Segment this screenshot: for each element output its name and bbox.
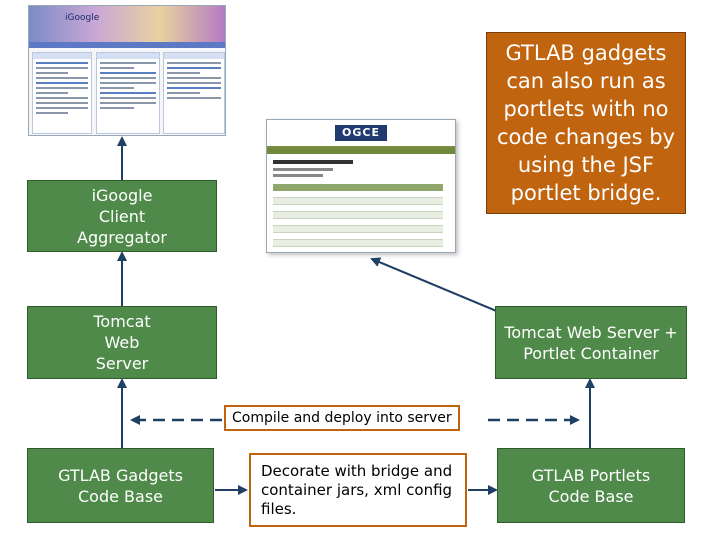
ogce-form-line [273,174,323,177]
igoogle-gadget-column [163,52,225,134]
decorate-note-box: Decorate with bridge and container jars,… [249,453,467,527]
decorate-note-text: Decorate with bridge and container jars,… [261,461,453,518]
ogce-portlet-title [273,160,353,164]
igoogle-screenshot: iGoogle [28,5,226,136]
igoogle-logo: iGoogle [65,13,100,23]
igoogle-client-aggregator-box: iGoogle Client Aggregator [27,180,217,252]
gtlab-gadgets-code-base-label: GTLAB Gadgets Code Base [58,465,183,506]
ogce-results-table [273,184,443,252]
tomcat-web-server-box: Tomcat Web Server [27,306,217,379]
ogce-form-line [273,168,333,171]
gtlab-portlets-code-base-label: GTLAB Portlets Code Base [531,465,651,506]
igoogle-banner [29,6,225,42]
ogce-nav-bar [267,148,455,154]
gtlab-portlets-code-base-box: GTLAB Portlets Code Base [497,448,685,523]
arrow-tomcat-to-portal [370,257,519,321]
portlet-bridge-callout-text: GTLAB gadgets can also run as portlets w… [497,41,675,205]
igoogle-client-aggregator-label: iGoogle Client Aggregator [77,185,167,247]
gtlab-gadgets-code-base-box: GTLAB Gadgets Code Base [27,448,214,523]
tomcat-portlet-container-label: Tomcat Web Server + Portlet Container [504,322,678,363]
portlet-bridge-callout: GTLAB gadgets can also run as portlets w… [486,32,686,214]
compile-deploy-label: Compile and deploy into server [224,405,460,431]
tomcat-web-server-label: Tomcat Web Server [93,312,151,373]
ogce-portal-screenshot: OGCE [266,119,456,253]
igoogle-gadget-column [32,52,92,134]
ogce-logo: OGCE [335,125,387,141]
igoogle-gadget-column [96,52,160,134]
igoogle-tab-bar [29,42,225,48]
tomcat-portlet-container-box: Tomcat Web Server + Portlet Container [495,306,687,379]
